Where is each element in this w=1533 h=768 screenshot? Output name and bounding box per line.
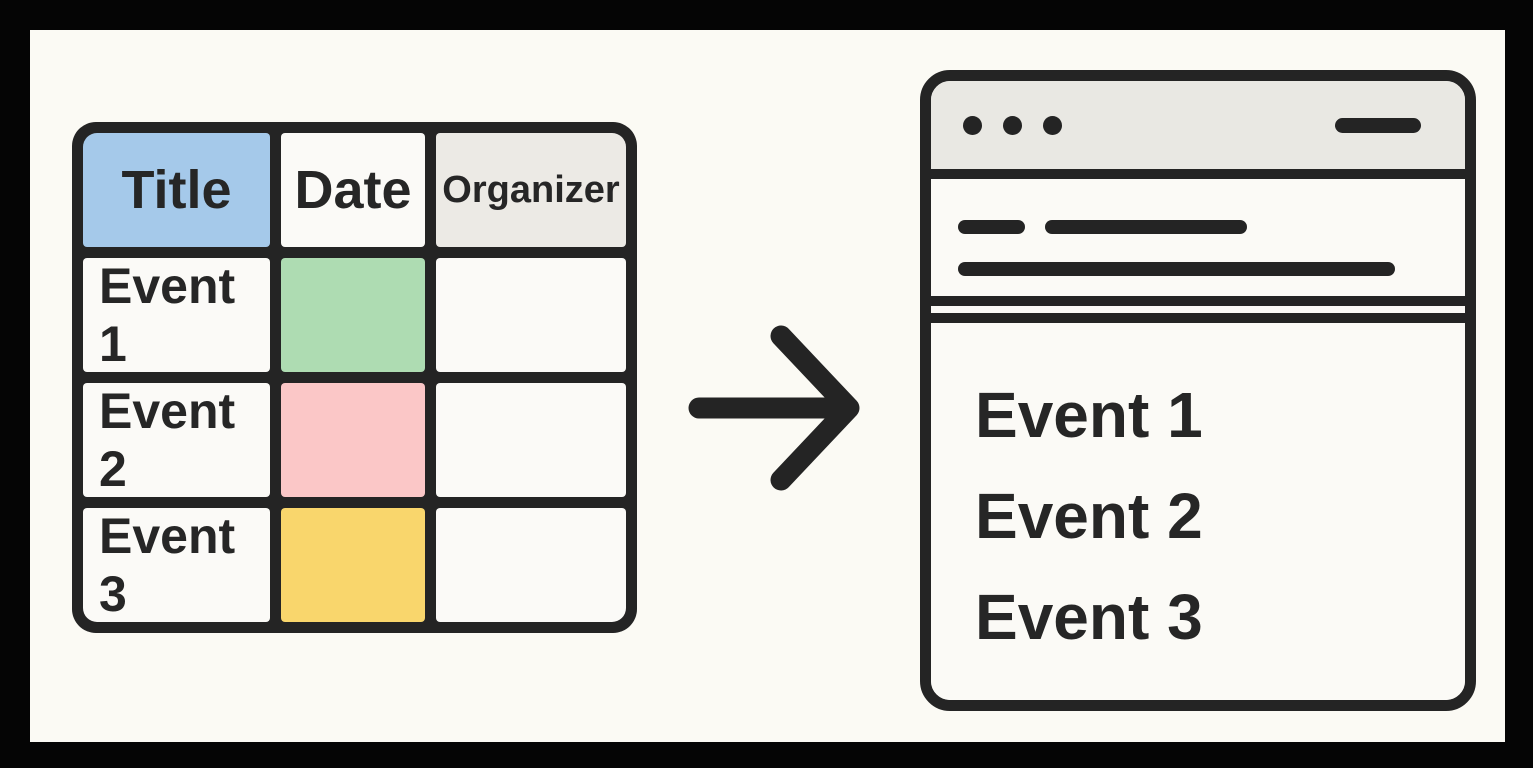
window-titlebar (931, 81, 1465, 179)
events-table: Title Date Organizer Event 1 Event 2 Eve… (72, 122, 637, 633)
event-list-item: Event 3 (975, 581, 1203, 653)
right-arrow-svg (688, 325, 860, 491)
table-row-1-title-cell: Event 1 (83, 258, 270, 372)
table-row-3-date-cell (281, 508, 425, 622)
browser-window: Event 1 Event 2 Event 3 (920, 70, 1476, 711)
table-row-2-organizer-cell (436, 383, 626, 497)
table-row-3-title: Event 3 (99, 508, 236, 622)
text-placeholder-line-icon (958, 262, 1395, 276)
address-bar-section (931, 179, 1465, 306)
section-divider-gap (931, 306, 1465, 313)
table-row-1-title: Event 1 (99, 258, 236, 372)
table-row-2-date-cell (281, 383, 425, 497)
table-row-2-title-cell: Event 2 (83, 383, 270, 497)
table-row-3-title-cell: Event 3 (83, 508, 270, 622)
event-list-item: Event 2 (975, 480, 1203, 552)
text-placeholder-line-icon (1045, 220, 1247, 234)
table-header-date: Date (281, 133, 425, 247)
text-placeholder-line-icon (958, 220, 1025, 234)
table-header-organizer: Organizer (436, 133, 626, 247)
table-row-3-organizer-cell (436, 508, 626, 622)
window-control-dot-icon (1003, 115, 1022, 135)
table-header-title: Title (83, 133, 270, 247)
event-list-item: Event 1 (975, 379, 1203, 451)
table-row-1-organizer-cell (436, 258, 626, 372)
right-arrow-icon (685, 322, 865, 494)
window-control-dot-icon (963, 115, 982, 135)
window-control-dot-icon (1043, 115, 1062, 135)
menu-placeholder-bar-icon (1335, 117, 1421, 133)
table-header-organizer-label: Organizer (442, 168, 620, 211)
table-row-2-title: Event 2 (99, 383, 236, 497)
canvas-background: Title Date Organizer Event 1 Event 2 Eve… (30, 30, 1505, 742)
content-area: Event 1 Event 2 Event 3 (931, 313, 1465, 700)
table-row-1-date-cell (281, 258, 425, 372)
table-header-date-label: Date (294, 160, 412, 220)
table-header-title-label: Title (121, 160, 232, 220)
